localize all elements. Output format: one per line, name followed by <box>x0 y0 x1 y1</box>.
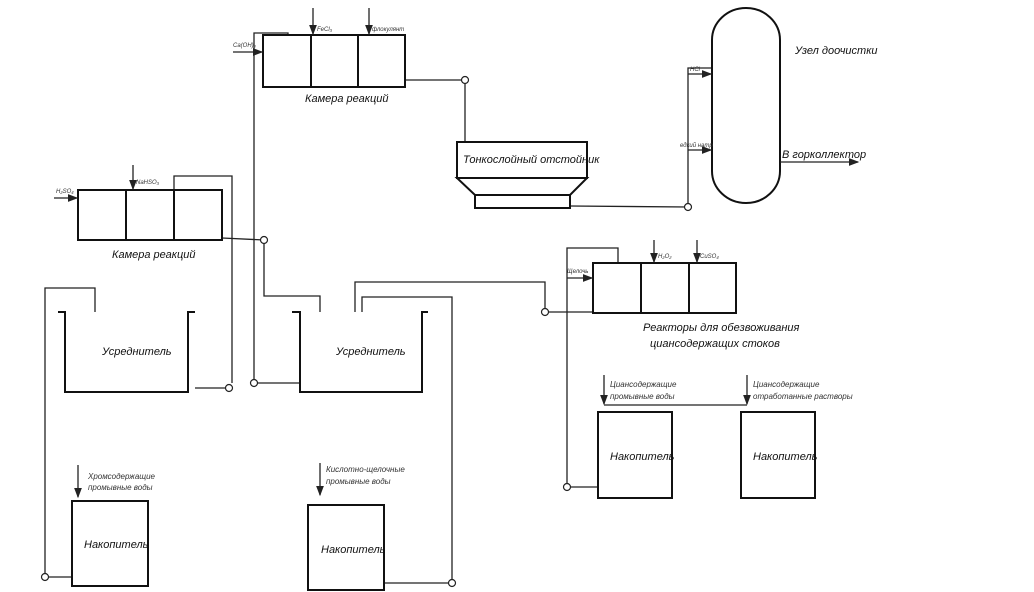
inflow-label: Циансодержащие <box>753 380 820 389</box>
input-label: флокулянт <box>372 27 404 33</box>
input-label: Щелочь <box>567 269 588 275</box>
inflow-label: промывные воды <box>88 483 153 492</box>
input-label: HCl <box>690 67 701 73</box>
storage-tank-cyanide-rinse: Накопитель Циансодержащие промывные воды <box>597 375 677 499</box>
input-label: Ca(OH)₂ <box>233 43 257 49</box>
storage-tank-acid-alkali: Накопитель Кислотно-щелочные промывные в… <box>307 463 405 591</box>
inflow-label: промывные воды <box>610 392 675 401</box>
cyanide-reactors: Реакторы для обезвоживания циансодержащи… <box>567 240 800 350</box>
input-label: FeCl₃ <box>317 27 333 33</box>
input-label: NaHSO₃ <box>136 180 160 186</box>
settler-label: Тонкослойный отстойник <box>463 154 600 166</box>
input-label: едкий натр <box>680 142 713 149</box>
thin-layer-settler: Тонкослойный отстойник <box>454 141 600 209</box>
equalizer-mid-label: Усреднитель <box>335 346 406 358</box>
inflow-label: Хромсодержащие <box>87 472 156 481</box>
inflow-label: отработанные растворы <box>753 392 853 401</box>
reaction-chamber-left-label: Камера реакций <box>112 249 196 261</box>
reaction-chamber-top: Камера реакций Ca(OH)₂ FeCl₃ флокулянт <box>233 8 406 105</box>
reaction-chamber-top-label: Камера реакций <box>305 93 389 105</box>
storage-label: Накопитель <box>753 451 818 463</box>
inflow-label: Кислотно-щелочные <box>326 465 405 474</box>
inflow-label: Циансодержащие <box>610 380 677 389</box>
inflow-label: промывные воды <box>326 477 391 486</box>
input-label: H₂O₂ <box>658 254 672 260</box>
storage-tank-cyanide-spent: Накопитель Циансодержащие отработанные р… <box>740 375 853 499</box>
post-treatment-column: Узел доочистки HCl едкий натр В горколле… <box>680 7 878 204</box>
pipes <box>44 32 747 584</box>
equalizer-middle: Усреднитель <box>292 311 428 393</box>
equalizer-left: Усреднитель <box>58 311 195 393</box>
reaction-chamber-left: Камера реакций H₂SO₄ NaHSO₃ <box>54 165 223 261</box>
input-label: H₂SO₄ <box>56 189 74 195</box>
storage-tank-chrome: Накопитель Хромсодержащие промывные воды <box>71 465 156 587</box>
equalizer-left-label: Усреднитель <box>101 346 172 358</box>
storage-label: Накопитель <box>321 544 386 556</box>
reactors-label-2: циансодержащих стоков <box>650 338 780 350</box>
pipe-junctions <box>40 75 693 588</box>
storage-label: Накопитель <box>84 539 149 551</box>
outlet-label: В горколлектор <box>782 149 866 161</box>
input-label: CuSO₄ <box>700 254 719 260</box>
post-treatment-label: Узел доочистки <box>794 45 878 57</box>
reactors-label-1: Реакторы для обезвоживания <box>643 322 800 334</box>
storage-label: Накопитель <box>610 451 675 463</box>
